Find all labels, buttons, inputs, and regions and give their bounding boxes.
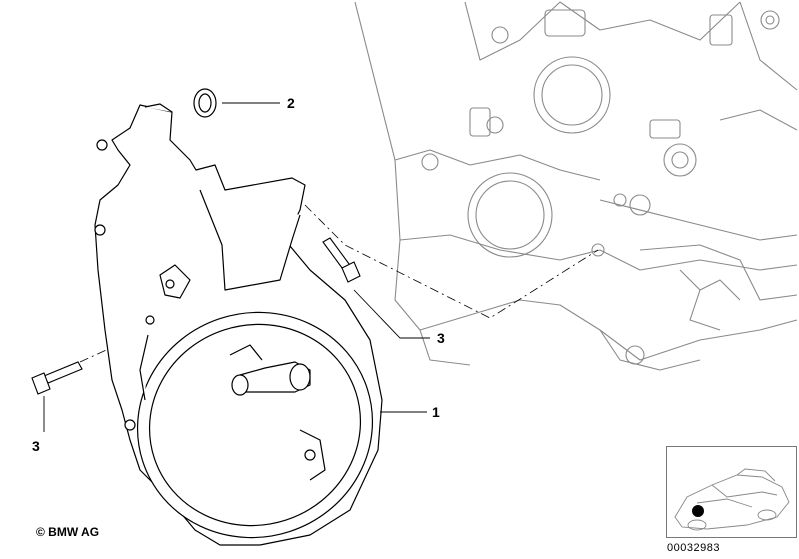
diagram-number: 00032983 xyxy=(667,542,720,554)
location-marker-icon xyxy=(692,505,704,517)
engine-block-drawing xyxy=(354,1,798,371)
callout-part-2: 2 xyxy=(287,95,295,111)
car-outline-icon xyxy=(674,468,790,531)
callout-part-3-left: 3 xyxy=(32,438,40,454)
copyright-label: © BMW AG xyxy=(36,525,100,539)
leader-lines xyxy=(43,102,430,432)
part-3-bolt-right xyxy=(322,237,361,283)
part-2-sealing-ring xyxy=(193,88,217,118)
callout-part-3-right: 3 xyxy=(437,330,445,346)
callout-part-1: 1 xyxy=(432,404,440,420)
part-1-housing xyxy=(94,103,383,546)
part-3-bolt-left xyxy=(31,361,83,395)
vehicle-locator-thumbnail xyxy=(666,446,797,538)
